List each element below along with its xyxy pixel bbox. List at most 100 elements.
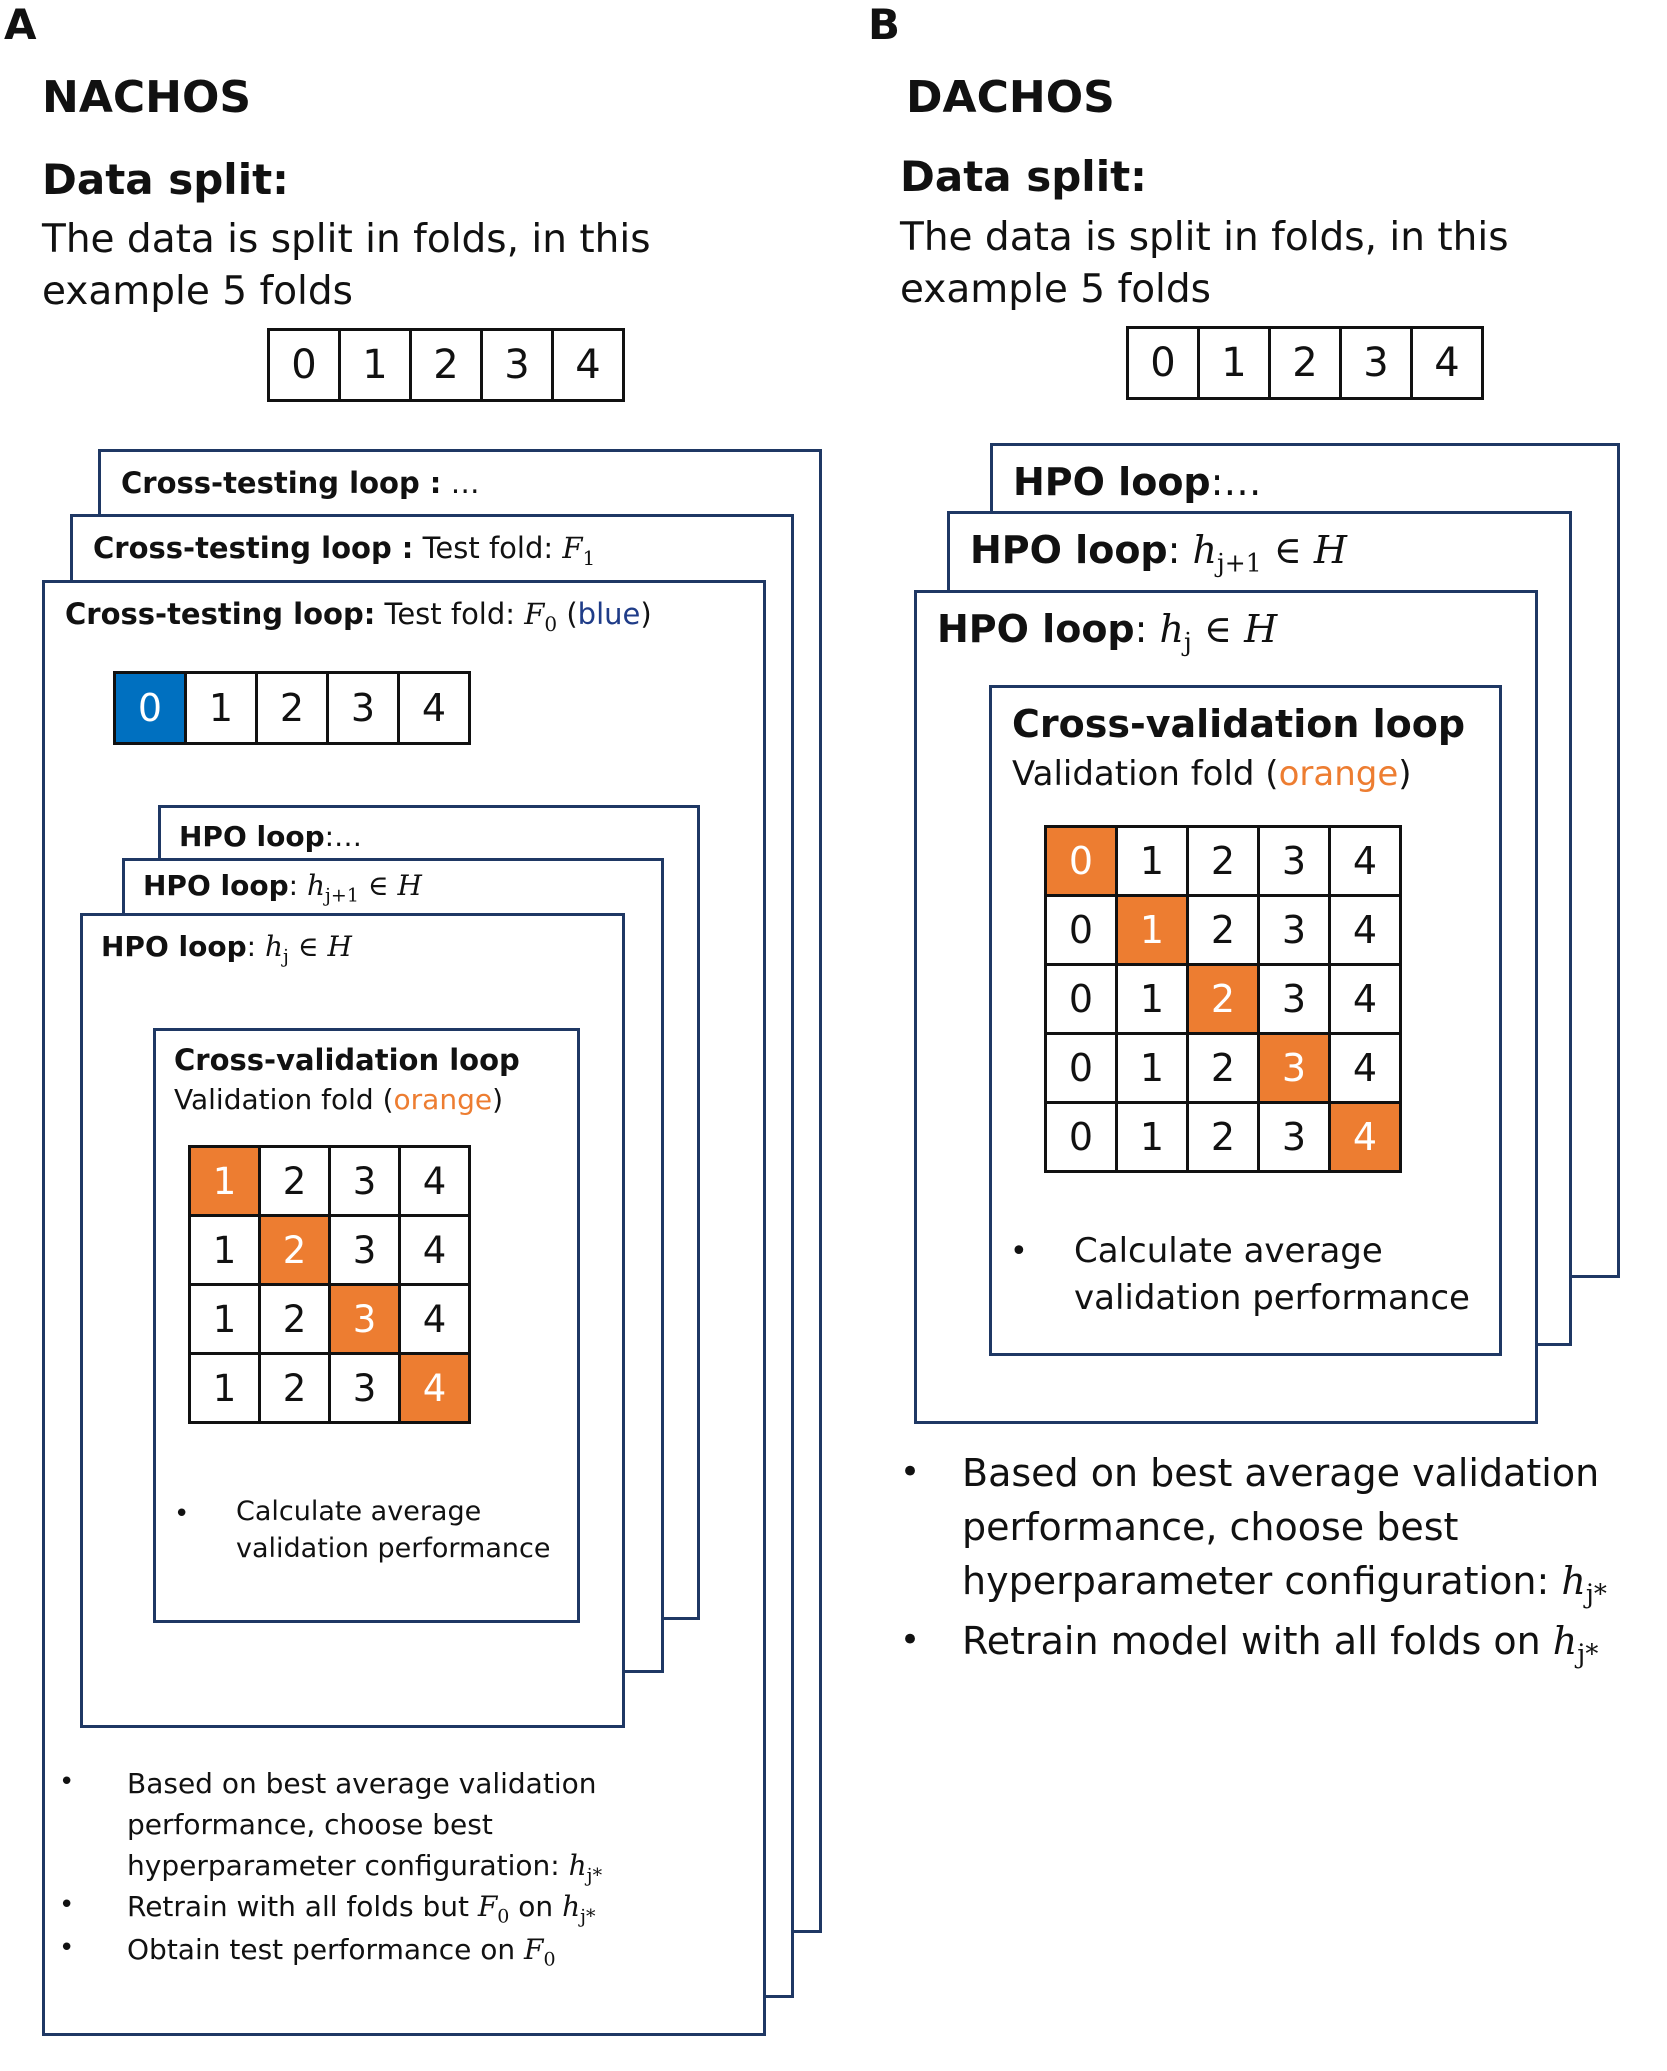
fold-cell: 4: [551, 328, 625, 402]
panel-b-letter: B: [868, 0, 901, 49]
dachos-hpo-card-front: HPO loop: hj ∈ H Cross-validation loop V…: [914, 590, 1538, 1424]
cv-cell-highlighted: 3: [1257, 1032, 1331, 1104]
cv-cell-highlighted: 2: [1186, 963, 1260, 1035]
cv-cell: 2: [1186, 1032, 1260, 1104]
cv-cell-highlighted: 4: [398, 1352, 471, 1424]
cv-cell: 4: [1328, 894, 1402, 966]
hpo-back-label: HPO loop:…: [179, 820, 363, 853]
cv-cell: 3: [328, 1352, 401, 1424]
dachos-cv-bullet-text: Calculate average validation performance: [1074, 1231, 1470, 1318]
cv-cell: 1: [1115, 825, 1189, 897]
test-fold-cell: 3: [326, 671, 400, 745]
fold-cell: 0: [267, 328, 341, 402]
fold-cell: 3: [1339, 326, 1413, 400]
cv-cell: 2: [258, 1352, 331, 1424]
cv-title: Cross-validation loop: [174, 1043, 520, 1077]
panel-a-letter: A: [4, 0, 37, 49]
dachos-cv-box: Cross-validation loop Validation fold (o…: [989, 685, 1502, 1356]
bullet-dot: •: [59, 1933, 75, 1963]
cv-cell-highlighted: 0: [1044, 825, 1118, 897]
dachos-hpo-mid-label: HPO loop: hj+1 ∈ H: [970, 528, 1348, 578]
fold-cell: 4: [1410, 326, 1484, 400]
cv-cell: 0: [1044, 963, 1118, 1035]
panel-b-fold-row: 0 1 2 3 4: [1126, 326, 1484, 400]
cv-box: Cross-validation loop Validation fold (o…: [153, 1028, 580, 1623]
hpo-mid-label: HPO loop: hj+1 ∈ H: [143, 869, 422, 907]
cv-cell: 4: [1328, 1032, 1402, 1104]
cv-grid: 1 2 3 4 1 2 3 4 1 2 3 4 1: [188, 1145, 471, 1424]
cv-cell: 1: [1115, 1032, 1189, 1104]
dachos-hpo-back-label: HPO loop:…: [1013, 460, 1262, 504]
cv-cell: 1: [1115, 1101, 1189, 1173]
dachos-cv-subtitle: Validation fold (orange): [1012, 754, 1412, 794]
fold-cell: 1: [338, 328, 412, 402]
cross-testing-back-label: Cross-testing loop : …: [121, 466, 480, 500]
cv-cell: 0: [1044, 894, 1118, 966]
test-fold-row: 0 1 2 3 4: [113, 671, 471, 745]
dachos-cv-grid: 0 1 2 3 4 0 1 2 3 4 0 1 2 3 4 0: [1044, 825, 1402, 1173]
dachos-hpo-front-label: HPO loop: hj ∈ H: [937, 607, 1278, 657]
cross-testing-front-label: Cross-testing loop: Test fold: F0 (blue): [65, 597, 652, 636]
cv-cell: 0: [1044, 1032, 1118, 1104]
cv-cell: 3: [1257, 825, 1331, 897]
cv-cell: 3: [1257, 894, 1331, 966]
cv-cell: 4: [398, 1145, 471, 1217]
panel-b-data-split-text: The data is split in folds, in this exam…: [900, 215, 1509, 312]
cv-cell: 1: [1115, 963, 1189, 1035]
cv-cell: 4: [1328, 825, 1402, 897]
fold-cell: 2: [1268, 326, 1342, 400]
cv-cell-highlighted: 1: [1115, 894, 1189, 966]
panel-a-fold-row: 0 1 2 3 4: [267, 328, 625, 402]
cv-cell: 4: [398, 1214, 471, 1286]
cv-cell: 2: [258, 1283, 331, 1355]
dachos-cv-title: Cross-validation loop: [1012, 702, 1466, 746]
cv-cell-highlighted: 4: [1328, 1101, 1402, 1173]
cv-cell-highlighted: 2: [258, 1214, 331, 1286]
bullet-dot: •: [59, 1890, 75, 1920]
hpo-card-front: HPO loop: hj ∈ H Cross-validation loop V…: [80, 913, 625, 1728]
fold-cell: 2: [409, 328, 483, 402]
cv-subtitle: Validation fold (orange): [174, 1083, 504, 1116]
cv-cell: 3: [328, 1214, 401, 1286]
test-fold-cell: 4: [397, 671, 471, 745]
bullet-retrain: Retrain with all folds but F0 on hj*: [127, 1890, 596, 1928]
cv-cell: 3: [1257, 1101, 1331, 1173]
test-fold-cell: 2: [255, 671, 329, 745]
dachos-bullet-retrain: Retrain model with all folds on hj*: [962, 1619, 1599, 1670]
panel-a-data-split-text: The data is split in folds, in this exam…: [42, 217, 651, 314]
dachos-cv-bullet-dot: •: [1010, 1234, 1028, 1269]
cv-cell-highlighted: 3: [328, 1283, 401, 1355]
cv-cell: 2: [258, 1145, 331, 1217]
bullet-choose-best: Based on best average validation perform…: [127, 1767, 603, 1887]
cv-cell-highlighted: 1: [188, 1145, 261, 1217]
cv-cell: 3: [1257, 963, 1331, 1035]
cv-cell: 2: [1186, 894, 1260, 966]
bullet-test-performance: Obtain test performance on F0: [127, 1933, 556, 1971]
cv-cell: 0: [1044, 1101, 1118, 1173]
cv-cell: 1: [188, 1283, 261, 1355]
cv-cell: 2: [1186, 825, 1260, 897]
panel-b-data-split-heading: Data split:: [900, 152, 1147, 201]
hpo-front-label: HPO loop: hj ∈ H: [101, 930, 352, 968]
dachos-bullet-dot: •: [900, 1620, 921, 1660]
dachos-bullet-dot: •: [900, 1452, 921, 1492]
cross-testing-mid-label: Cross-testing loop : Test fold: F1: [93, 531, 596, 570]
cv-bullet-dot: •: [174, 1499, 190, 1529]
test-fold-cell: 1: [184, 671, 258, 745]
cv-cell: 1: [188, 1352, 261, 1424]
test-fold-cell-highlighted: 0: [113, 671, 187, 745]
panel-b-title: DACHOS: [906, 72, 1115, 123]
fold-cell: 1: [1197, 326, 1271, 400]
cv-bullet-text: Calculate average validation performance: [236, 1496, 551, 1564]
cv-cell: 3: [328, 1145, 401, 1217]
fold-cell: 0: [1126, 326, 1200, 400]
panel-a-data-split-heading: Data split:: [42, 155, 289, 204]
cv-cell: 4: [1328, 963, 1402, 1035]
cv-cell: 2: [1186, 1101, 1260, 1173]
bullet-dot: •: [59, 1767, 75, 1797]
panel-a-title: NACHOS: [42, 72, 252, 123]
cross-testing-card-front: Cross-testing loop: Test fold: F0 (blue)…: [42, 580, 766, 2036]
dachos-bullet-choose-best: Based on best average validation perform…: [962, 1451, 1607, 1610]
cv-cell: 4: [398, 1283, 471, 1355]
cv-cell: 1: [188, 1214, 261, 1286]
